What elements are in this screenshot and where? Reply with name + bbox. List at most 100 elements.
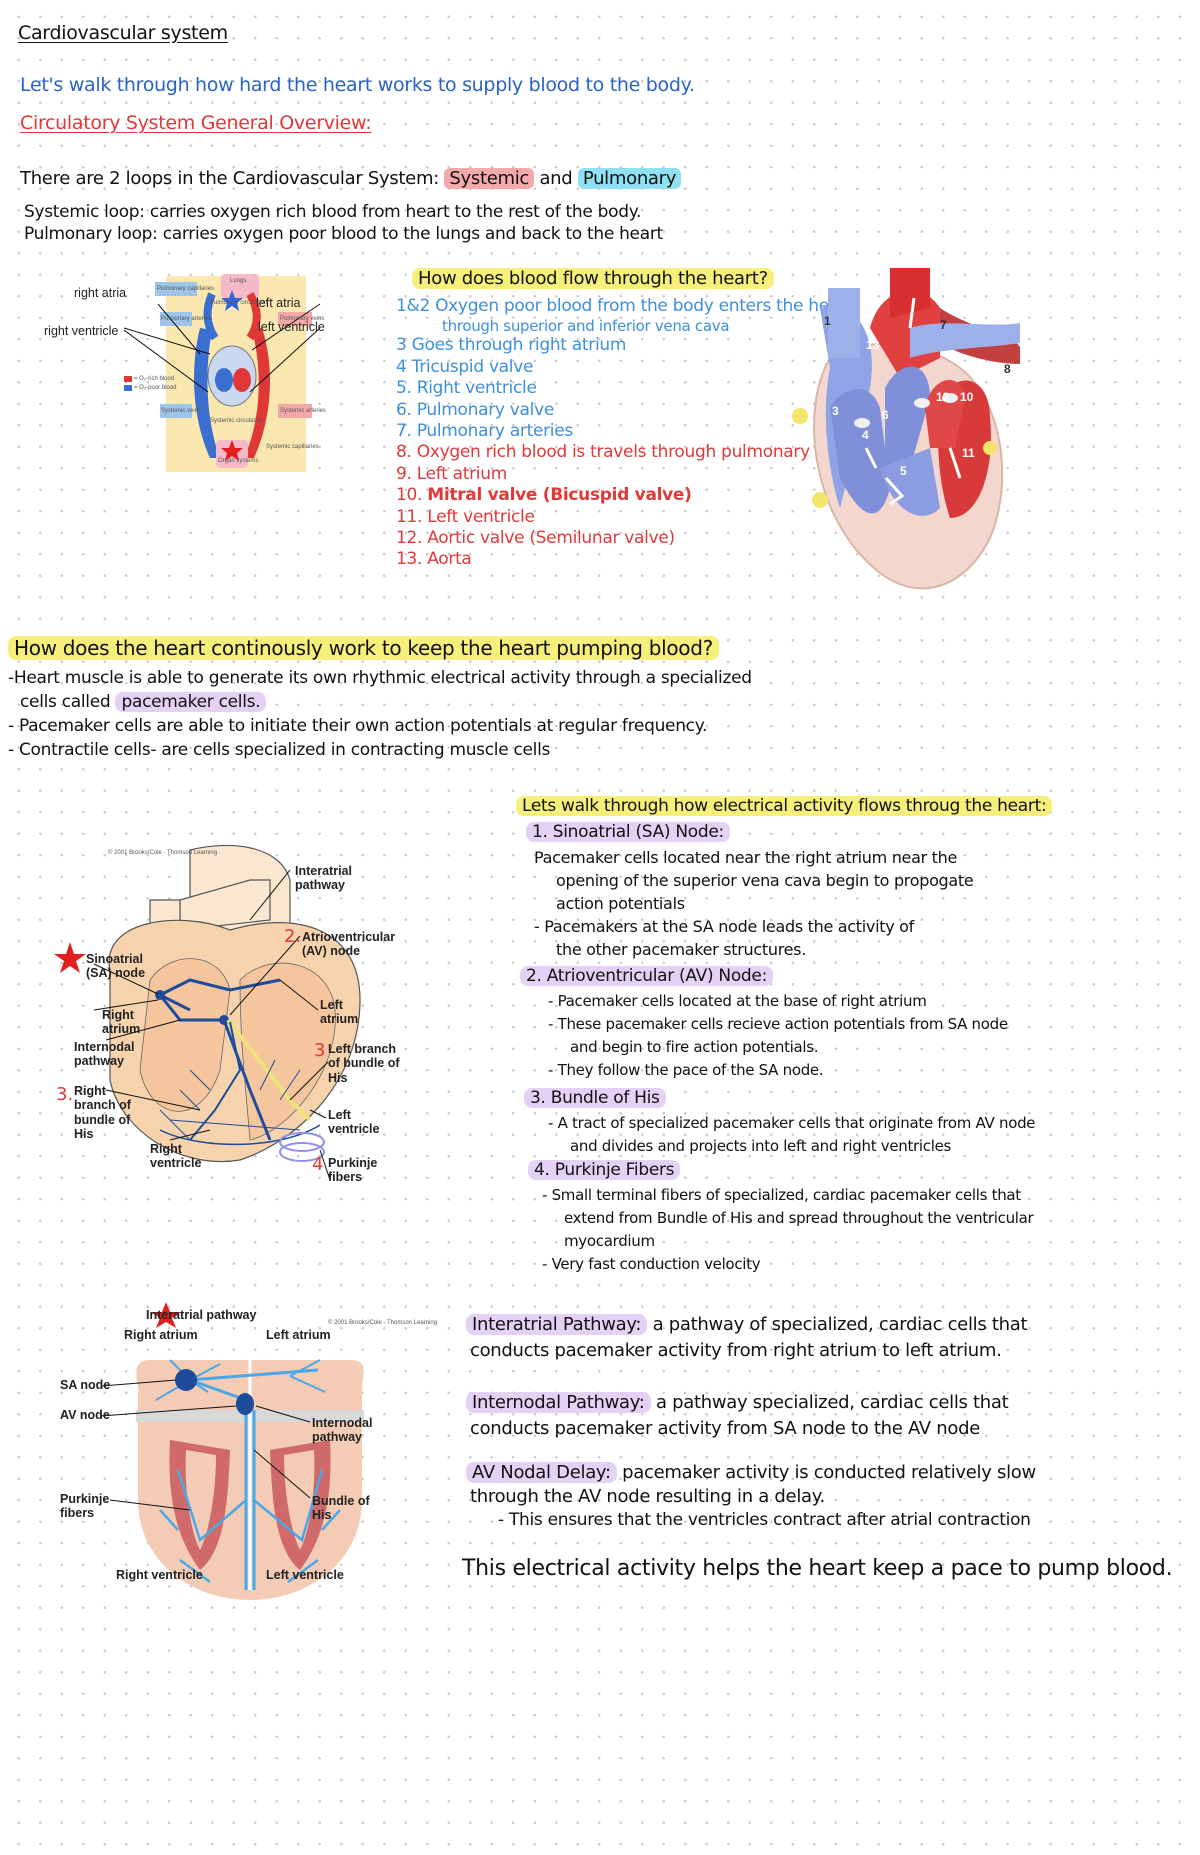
avdelay-def-2: through the AV node resulting in a delay… [470, 1486, 825, 1507]
intro-line: Let's walk through how hard the heart wo… [20, 74, 695, 96]
pumping-line-2-prefix: cells called [20, 692, 111, 712]
flow-step-number: 13. [396, 549, 428, 570]
cond-label-sa-node: Sinoatrial (SA) node [86, 952, 146, 981]
heart-num-10: 10 [960, 390, 974, 404]
heart-illustration: 1 2 3 4 5 6 7 8 9 10 11 12 13 [790, 268, 1020, 608]
cond-label-left-branch: Left branch of bundle of His [328, 1042, 400, 1085]
flow-step-text: Aortic valve (Semilunar valve) [427, 527, 675, 548]
flow-step-number: 9. [396, 463, 417, 484]
avdelay-term: AV Nodal Delay: [466, 1462, 617, 1483]
pacemaker-tag: pacemaker cells. [115, 692, 267, 712]
flow-step: 3 Goes through right atrium [396, 335, 796, 355]
cond-mark-purkinje: 4 [312, 1154, 324, 1175]
flow-step-text: Oxygen rich blood is travels through pul… [416, 442, 859, 463]
internodal-def-2: conducts pacemaker activity from SA node… [470, 1418, 980, 1439]
sa-note-line: - Pacemakers at the SA node leads the ac… [534, 917, 914, 936]
heart-num-1: 1 [824, 314, 831, 328]
interatrial-def-2: conducts pacemaker activity from right a… [470, 1340, 1002, 1361]
av-note-line: - These pacemaker cells recieve action p… [548, 1015, 1008, 1033]
flow-step-text: Aorta [427, 549, 472, 570]
and-word: and [539, 168, 573, 189]
page-title: Cardiovascular system [18, 22, 228, 44]
cond-label-left-atrium: Left atrium [320, 998, 359, 1027]
loops-prefix: There are 2 loops in the Cardiovascular … [20, 168, 439, 189]
pumping-question-text: How does the heart continously work to k… [8, 636, 719, 660]
schematic-copyright: © 2001 Brooks/Cole - Thomson Learning [328, 1320, 438, 1326]
heart-illustration-graphic [792, 268, 1020, 590]
av-heading-text: 2. Atrioventricular (AV) Node: [520, 966, 773, 986]
flow-step-text: Left atrium [416, 463, 508, 484]
flow-step: 11. Left ventricle [396, 507, 796, 527]
sa-note-line: Pacemaker cells located near the right a… [534, 848, 958, 867]
blood-flow-steps: 1&2 Oxygen poor blood from the body ente… [396, 296, 859, 571]
avdelay-def-text: pacemaker activity is conducted relative… [622, 1462, 1036, 1483]
label-pulm-arteries: Pulmonary arteries [161, 316, 212, 322]
conclusion: This electrical activity helps the heart… [462, 1556, 1173, 1581]
his-heading: 3. Bundle of His [524, 1088, 666, 1108]
flow-step: 1&2 Oxygen poor blood from the body ente… [396, 296, 852, 316]
flow-step-text: Tricuspid valve [411, 356, 534, 377]
sch-label-av-node: AV node [60, 1408, 110, 1422]
label-systemic-capillaries: Systemic capillaries [266, 444, 319, 450]
cond-mark-right-branch: 3. [56, 1084, 74, 1105]
heart-num-5: 5 [900, 464, 907, 478]
electrical-question-text: Lets walk through how electrical activit… [516, 796, 1053, 816]
sch-label-bundle: Bundle of His [312, 1494, 370, 1523]
flow-step-continuation: through superior and inferior vena cava [442, 317, 730, 336]
internodal-term: Internodal Pathway: [466, 1392, 651, 1413]
heart-num-7: 7 [940, 318, 947, 332]
cond-label-internodal: Internodal pathway [74, 1040, 135, 1069]
sch-label-internodal: Internodal pathway [312, 1416, 373, 1445]
schematic-figure: © 2001 Brooks/Cole - Thomson Learning In… [40, 1300, 450, 1620]
flow-step: 8. Oxygen rich blood is travels through … [396, 442, 859, 462]
flow-step-text: Left ventricle [427, 506, 535, 527]
cond-label-right-atrium: Right atrium [102, 1008, 141, 1037]
label-systemic-circulation: Systemic circulation [210, 418, 264, 424]
pumping-line-4: - Contractile cells- are cells specializ… [8, 740, 551, 760]
sch-label-left-ventricle: Left ventricle [266, 1568, 344, 1582]
flow-step-text: Pulmonary arteries [416, 420, 574, 441]
flow-step-number: 5. [396, 378, 417, 399]
flow-step-text: Pulmonary valve [416, 399, 555, 420]
label-right-ventricle: right ventricle [44, 324, 119, 338]
flow-step: 6. Pulmonary valve [396, 400, 796, 420]
purkinje-lines: - Small terminal fibers of specialized, … [542, 1184, 1034, 1276]
label-lungs: Lungs [230, 278, 247, 284]
heart-num-4: 4 [862, 428, 869, 442]
flow-step-text: Oxygen poor blood from the body enters t… [435, 296, 853, 316]
flow-step-number: 3 [396, 335, 412, 356]
cond-label-av-node: Atrioventricular (AV) node [302, 930, 396, 959]
his-note-line: and divides and projects into left and r… [570, 1137, 952, 1155]
interatrial-term: Interatrial Pathway: [466, 1314, 648, 1335]
blood-flow-question: How does blood flow through the heart? [412, 268, 774, 290]
sch-label-left-atrium: Left atrium [266, 1328, 331, 1342]
heart-num-12: 12 [936, 390, 950, 404]
av-note-line: - Pacemaker cells located at the base of… [548, 992, 927, 1010]
flow-step-text: Mitral valve (Bicuspid valve) [427, 485, 692, 506]
heart-num-9: 9 [956, 352, 963, 366]
av-note-line: and begin to fire action potentials. [570, 1038, 819, 1056]
systemic-loop-line: Systemic loop: carries oxygen rich blood… [24, 202, 642, 222]
interatrial-def-text: a pathway of specialized, cardiac cells … [652, 1314, 1028, 1335]
pumping-question: How does the heart continously work to k… [8, 636, 719, 660]
flow-step: 7. Pulmonary arteries [396, 421, 796, 441]
heart-num-6: 6 [882, 408, 889, 422]
cond-mark-left-branch: 3 [314, 1040, 326, 1061]
flow-step-number: 4 [396, 356, 412, 377]
schematic-figure-graphic [99, 1302, 364, 1600]
sa-note-line: the other pacemaker structures. [556, 940, 806, 959]
sa-note-line: opening of the superior vena cava begin … [556, 871, 974, 890]
internodal-def: Internodal Pathway: a pathway specialize… [466, 1392, 1009, 1414]
electrical-question: Lets walk through how electrical activit… [516, 796, 1053, 816]
flow-step: 10. Mitral valve (Bicuspid valve) [396, 485, 796, 505]
purkinje-note-line: myocardium [564, 1232, 655, 1250]
flow-step-text: Right ventricle [416, 378, 537, 399]
pulmonary-tag: Pulmonary [577, 168, 682, 189]
overview-heading: Circulatory System General Overview: [20, 112, 372, 134]
circulation-diagram-graphic [123, 274, 321, 472]
label-systemic-arteries: Systemic arteries [280, 408, 327, 414]
purkinje-heading-text: 4. Purkinje Fibers [528, 1160, 681, 1180]
flow-step: 13. Aorta [396, 549, 796, 569]
sa-lines: Pacemaker cells located near the right a… [534, 846, 974, 961]
heart-num-3: 3 [832, 404, 839, 418]
